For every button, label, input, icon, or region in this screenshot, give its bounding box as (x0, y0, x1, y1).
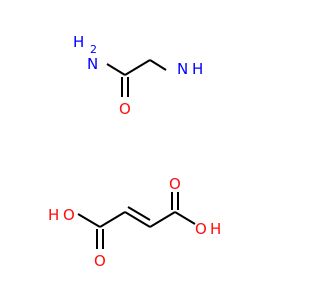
amide-nh2-h-label: H (73, 33, 84, 51)
bond-alkene-double-inner (127, 206, 151, 221)
amine-h-label: H (192, 60, 203, 78)
left-hydroxyl-h-label: H (48, 206, 59, 224)
left-carbonyl-o-label: O (94, 252, 106, 270)
bond-alpha-c-to-amine-n (149, 59, 167, 71)
right-carbonyl-o-label: O (169, 175, 181, 193)
bond-carbonyl-c-to-alpha-c (124, 59, 151, 76)
bond-alkene-to-right-c (149, 211, 176, 228)
butenedioic-acid-molecule: H O O O O H (48, 175, 221, 270)
bond-right-c-to-oh (174, 211, 196, 225)
bond-left-oh-to-c (77, 213, 101, 228)
molecule-canvas: H N 2 H N O H O O (48, 33, 222, 270)
bond-amide-n-to-carbonyl-c (106, 63, 126, 76)
amide-nh2-n-label: N (87, 55, 98, 73)
molecule-drawing: H N 2 H N O H O O (48, 33, 221, 270)
right-hydroxyl-h-label: H (210, 220, 221, 238)
glycinamide-molecule: H N 2 H N O (73, 33, 203, 118)
left-hydroxyl-o-label: O (63, 206, 75, 224)
glycinamide-carbonyl-o-label: O (119, 100, 131, 118)
bond-left-c-to-alkene-c (99, 211, 126, 228)
bond-alkene-single (124, 211, 151, 228)
amide-nh2-subscript: 2 (90, 43, 97, 56)
amine-n-label: N (177, 60, 188, 78)
right-hydroxyl-o-label: O (195, 220, 207, 238)
